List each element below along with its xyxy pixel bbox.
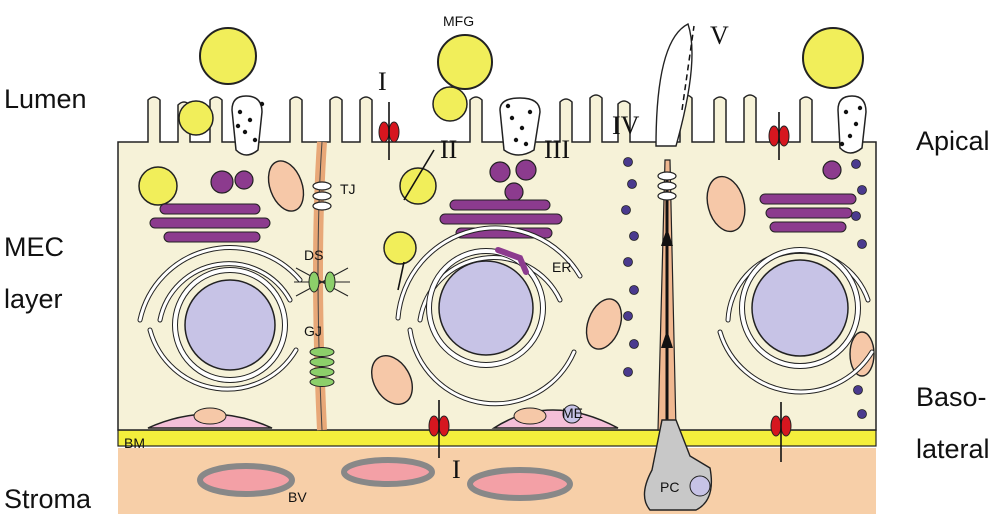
label-tj: TJ: [340, 181, 356, 197]
tight-junction: [312, 181, 332, 211]
label-pc: PC: [660, 479, 679, 495]
paracellular-pathway: [655, 23, 693, 147]
milk-fat-globule: [432, 86, 468, 122]
milk-fat-globule: [199, 27, 257, 85]
casein-granule: [210, 159, 842, 202]
nucleus: [438, 260, 534, 356]
pathway-label-i-bottom: I: [452, 455, 461, 484]
label-mec-line1: MEC: [4, 232, 64, 262]
milk-fat-globule: [802, 27, 864, 89]
label-lumen: Lumen: [4, 84, 87, 114]
pathway-label-iv: IV: [612, 111, 640, 140]
pathway-label-ii: II: [440, 135, 457, 164]
label-me: ME: [562, 405, 583, 421]
label-baso-line1: Baso-: [916, 382, 987, 412]
pathway-label-v: V: [710, 21, 729, 50]
transport-arrow: [388, 102, 782, 462]
label-mfg: MFG: [443, 13, 474, 29]
label-gj: GJ: [304, 323, 322, 339]
label-er: ER: [552, 259, 571, 275]
label-bm: BM: [124, 435, 145, 451]
label-mec-line2: layer: [4, 284, 63, 314]
basement-membrane: [117, 429, 877, 447]
label-bv: BV: [288, 489, 307, 505]
blood-vessel: [197, 463, 295, 497]
blood-vessel: [341, 457, 435, 487]
cell-boundary-left-outline: [317, 141, 323, 431]
milk-fat-globule: [437, 34, 493, 90]
mitochondrion: [267, 160, 875, 405]
myoepithelial-nucleus: [562, 404, 582, 424]
mitochondrion: [193, 407, 227, 425]
pathway-label-iii: III: [544, 135, 570, 164]
casein-micelles: [235, 101, 863, 147]
nucleus: [751, 259, 849, 357]
track-arrow: [661, 330, 673, 348]
paracellular-arrow: [681, 25, 695, 111]
track-arrow: [661, 228, 673, 246]
fat-droplet: [383, 231, 417, 265]
label-apical: Apical: [916, 126, 990, 156]
tight-junction: [657, 171, 677, 201]
plasma-cell-nucleus: [689, 475, 711, 497]
desmosome: [294, 267, 350, 297]
blood-vessel: [467, 467, 573, 501]
er-golgi-connection: [495, 247, 529, 275]
label-ds: DS: [304, 247, 323, 263]
mitochondrion: [513, 407, 547, 425]
milk-fat-globule: [178, 100, 214, 136]
golgi-apparatus: [149, 193, 857, 243]
nucleus: [184, 279, 276, 371]
gap-junction: [309, 347, 335, 387]
fat-droplet: [138, 166, 178, 206]
transcytosis-vesicle: [621, 157, 867, 419]
membrane-transporter: [378, 121, 792, 437]
pathway-label-i-top: I: [378, 67, 387, 96]
fat-droplet: [399, 167, 437, 205]
label-baso-line2: lateral: [916, 434, 990, 464]
label-stroma: Stroma: [4, 484, 92, 514]
